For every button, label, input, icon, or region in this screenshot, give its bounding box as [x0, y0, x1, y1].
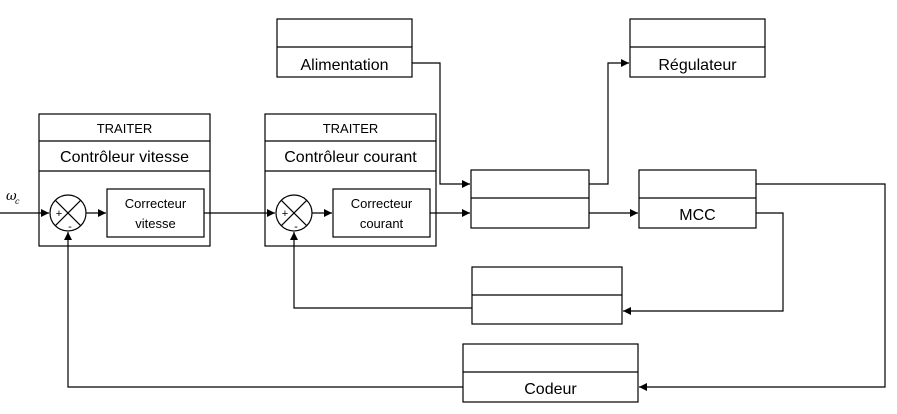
current-summing-junction: + -	[275, 194, 313, 233]
svg-text:c: c	[15, 197, 20, 206]
wire-converter-to-regulateur	[589, 59, 629, 185]
wire-mcc-to-current-sensor	[623, 212, 784, 315]
converter-block	[470, 169, 590, 229]
current-sum-plus: +	[282, 208, 288, 220]
wire-alimentation-to-converter	[412, 62, 470, 188]
speed-controller-header: TRAITER	[97, 121, 153, 136]
svg-text:ω: ω	[6, 189, 17, 204]
mcc-label: MCC	[679, 207, 715, 224]
speed-controller-title: Contrôleur vitesse	[60, 149, 189, 166]
wire-speed-feedback	[64, 232, 463, 388]
codeur-label: Codeur	[524, 381, 577, 398]
speed-corrector-label-2: vitesse	[135, 216, 175, 231]
wire-mcc-to-codeur	[639, 183, 886, 391]
current-corrector-box	[332, 188, 431, 238]
speed-corrector-box	[106, 188, 205, 238]
current-corrector-label-1: Correcteur	[351, 196, 413, 211]
speed-corrector-label-1: Correcteur	[125, 196, 187, 211]
current-controller-title: Contrôleur courant	[284, 149, 417, 166]
speed-controller-block: TRAITER Contrôleur vitesse + - Correcteu…	[38, 113, 211, 247]
speed-summing-junction: + -	[49, 194, 87, 233]
codeur-block: Codeur	[462, 343, 639, 403]
wire-current-feedback	[290, 232, 472, 309]
alimentation-label: Alimentation	[300, 57, 388, 74]
speed-sum-plus: +	[56, 208, 62, 220]
current-sum-minus: -	[294, 221, 298, 233]
input-omega-c: ω c	[6, 189, 20, 206]
current-sensor-block	[471, 266, 623, 325]
alimentation-block: Alimentation	[276, 18, 413, 78]
current-controller-block: TRAITER Contrôleur courant + - Correcteu…	[264, 113, 437, 247]
signal-wires	[0, 59, 886, 391]
current-corrector-label-2: courant	[360, 216, 404, 231]
speed-sum-minus: -	[68, 221, 72, 233]
current-controller-header: TRAITER	[323, 121, 379, 136]
regulateur-label: Régulateur	[658, 57, 737, 74]
mcc-block: MCC	[638, 169, 757, 229]
regulateur-block: Régulateur	[629, 18, 766, 78]
